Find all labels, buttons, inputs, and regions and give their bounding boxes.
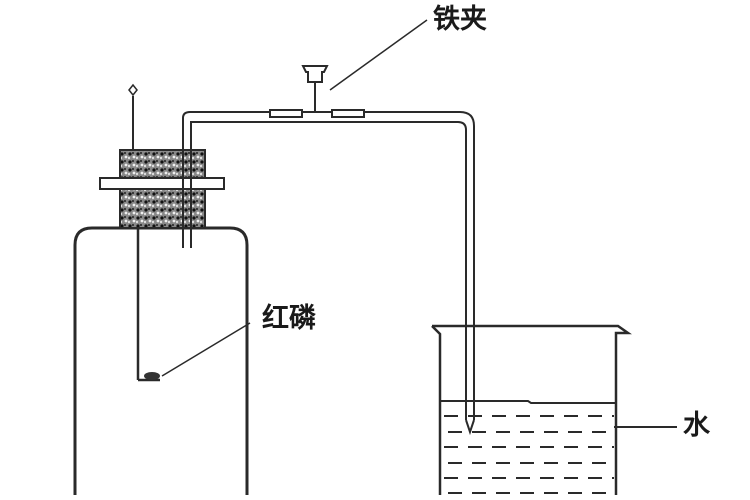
iron-clamp [269, 65, 365, 118]
beaker [431, 324, 632, 495]
combustion-spoon [128, 83, 160, 382]
rubber-stopper [99, 149, 225, 229]
red-phosphorus-pointer [161, 322, 251, 377]
bent-glass-tube [182, 111, 475, 436]
bottle [73, 226, 249, 495]
red-phosphorus-label: 红磷 [262, 303, 316, 334]
iron-clamp-label: 铁夹 [433, 4, 487, 35]
iron-clamp-pointer [329, 19, 428, 91]
water [440, 400, 616, 494]
water-label: 水 [683, 410, 710, 441]
